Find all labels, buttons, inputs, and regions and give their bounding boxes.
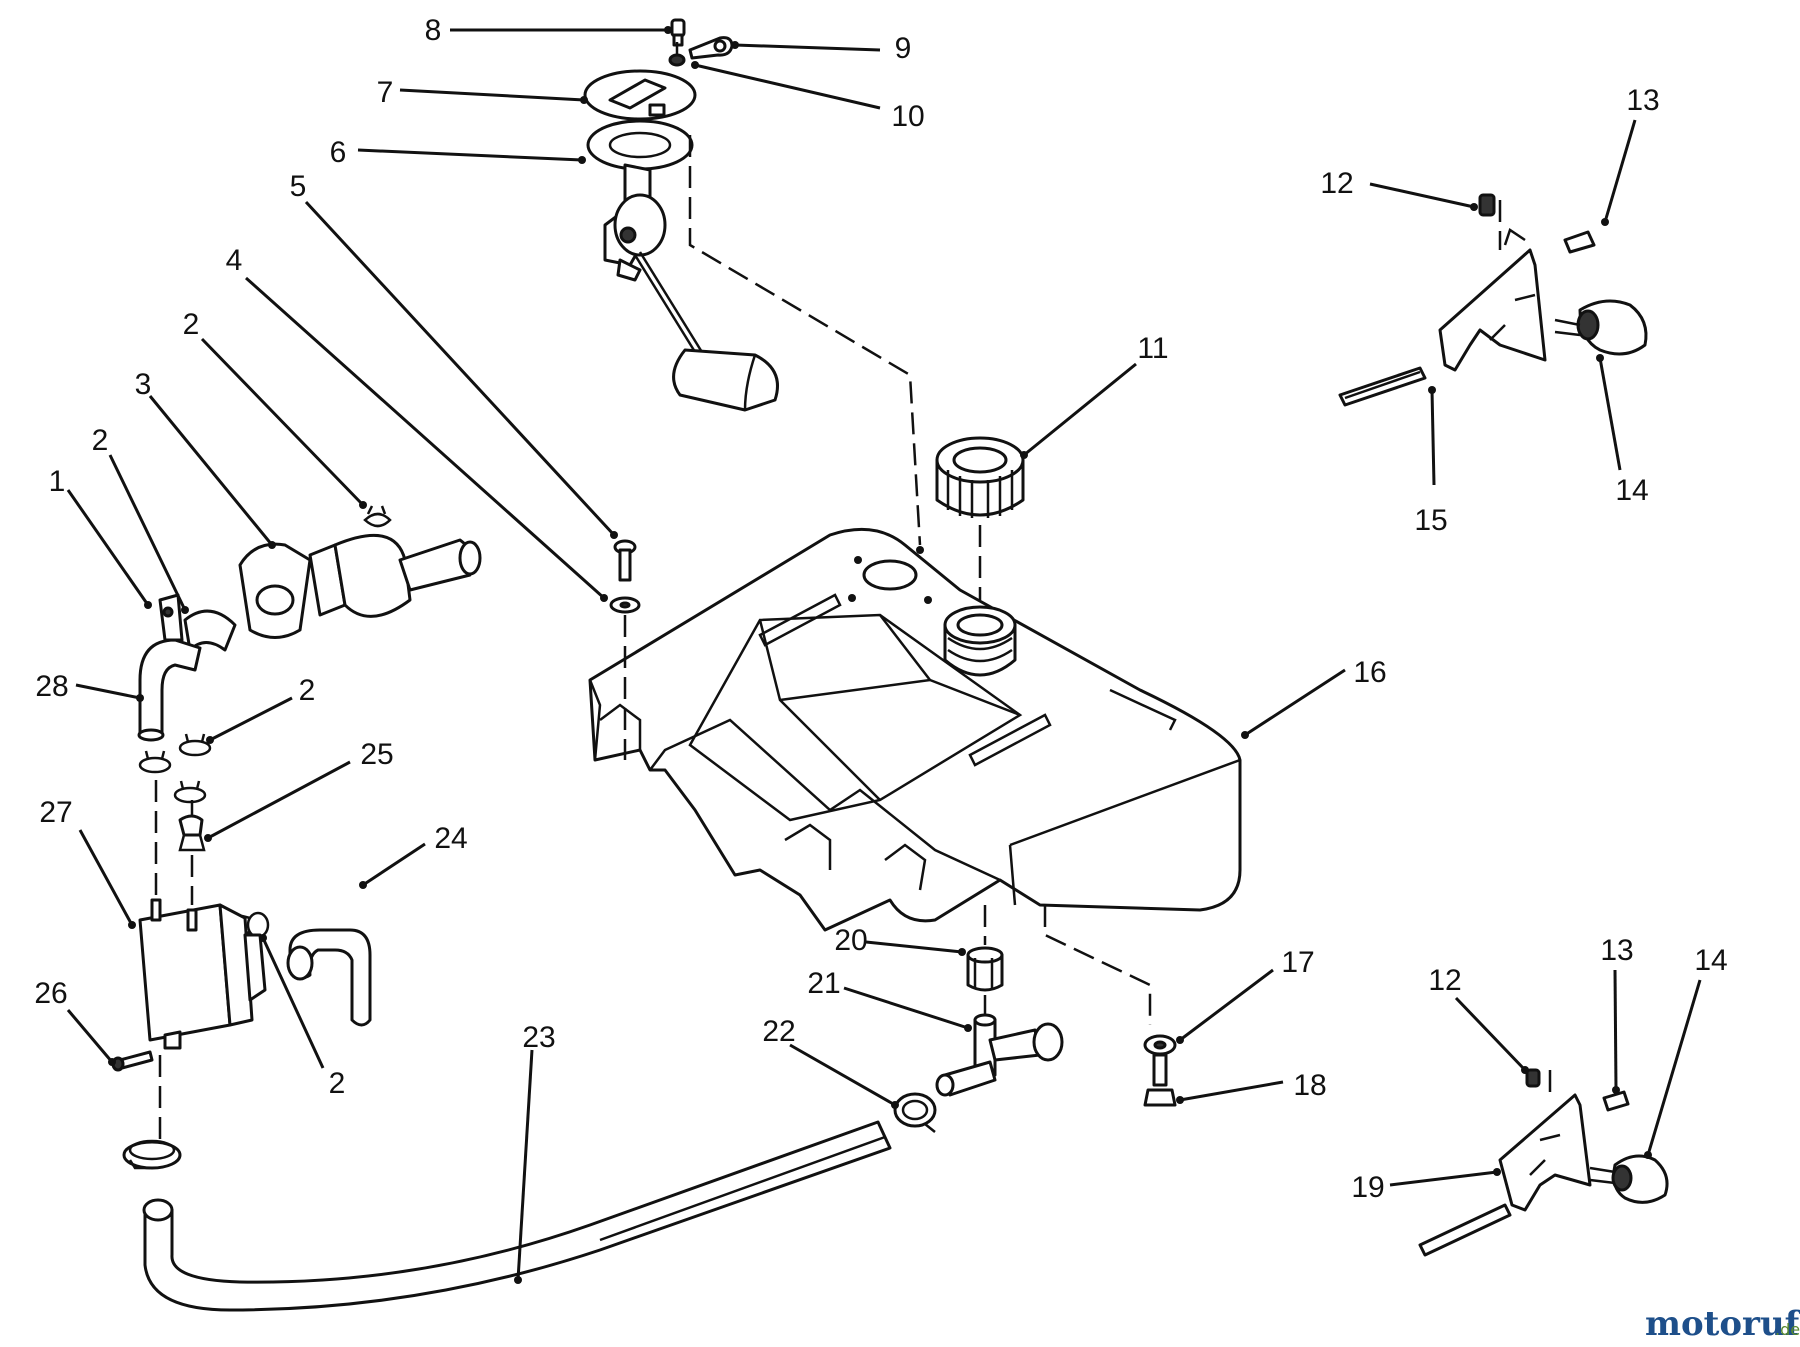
fuel-pump bbox=[138, 780, 267, 1140]
callout-2-bottom: 2 bbox=[329, 1067, 346, 1100]
callout-16: 16 bbox=[1353, 656, 1386, 689]
callout-12-bottom: 12 bbox=[1428, 964, 1461, 997]
fuel-gauge-sender bbox=[583, 18, 922, 546]
callout-7: 7 bbox=[377, 76, 394, 109]
callout-28: 28 bbox=[35, 670, 68, 703]
callout-13-bottom: 13 bbox=[1600, 934, 1633, 967]
leader-lines bbox=[66, 26, 1702, 1284]
throttle-bracket-upper bbox=[1338, 193, 1648, 407]
callout-8: 8 bbox=[425, 14, 442, 47]
callout-5: 5 bbox=[290, 170, 307, 203]
callout-20: 20 bbox=[834, 924, 867, 957]
shutoff-valve bbox=[893, 905, 1064, 1133]
callout-10: 10 bbox=[891, 100, 924, 133]
callout-2-mid: 2 bbox=[92, 424, 109, 457]
callout-13-top: 13 bbox=[1626, 84, 1659, 117]
fuel-tank bbox=[588, 527, 1242, 1025]
callout-3: 3 bbox=[135, 368, 152, 401]
fuel-cap bbox=[935, 436, 1025, 600]
throttle-bracket-lower bbox=[1418, 1068, 1669, 1257]
callout-18: 18 bbox=[1293, 1069, 1326, 1102]
callout-26: 26 bbox=[34, 977, 67, 1010]
callout-1: 1 bbox=[49, 465, 66, 498]
callout-23: 23 bbox=[522, 1021, 555, 1054]
tank-bolt bbox=[609, 539, 641, 760]
callout-25: 25 bbox=[360, 738, 393, 771]
watermark-brand: motoruf bbox=[1645, 1304, 1800, 1344]
callout-12-top: 12 bbox=[1320, 167, 1353, 200]
callout-17: 17 bbox=[1281, 946, 1314, 979]
callout-22: 22 bbox=[762, 1015, 795, 1048]
hose-clamp bbox=[138, 733, 270, 939]
callout-19: 19 bbox=[1351, 1171, 1384, 1204]
callout-27: 27 bbox=[39, 796, 72, 829]
callout-15: 15 bbox=[1414, 504, 1447, 537]
callout-2-top: 2 bbox=[183, 308, 200, 341]
hose-clamp-large bbox=[122, 1139, 182, 1170]
callout-21: 21 bbox=[807, 967, 840, 1000]
fuel-filter bbox=[137, 505, 482, 742]
callout-4: 4 bbox=[226, 244, 243, 277]
callout-24: 24 bbox=[434, 822, 467, 855]
fuel-hose-elbow bbox=[286, 928, 372, 1027]
screw bbox=[111, 1050, 154, 1072]
callout-6: 6 bbox=[330, 136, 347, 169]
callout-14-bottom: 14 bbox=[1694, 944, 1727, 977]
watermark-suffix: .de bbox=[1775, 1320, 1800, 1339]
hose-connector bbox=[178, 800, 206, 852]
callout-14-top: 14 bbox=[1615, 474, 1648, 507]
callout-11: 11 bbox=[1137, 332, 1168, 365]
watermark: motoruf .de bbox=[1645, 1304, 1800, 1344]
callout-labels: 8 9 7 10 6 5 4 2 3 2 1 28 2 25 27 24 26 … bbox=[34, 14, 1727, 1204]
callout-2-right: 2 bbox=[299, 674, 316, 707]
washer-bolt bbox=[1143, 1034, 1177, 1107]
callout-9: 9 bbox=[895, 32, 912, 65]
